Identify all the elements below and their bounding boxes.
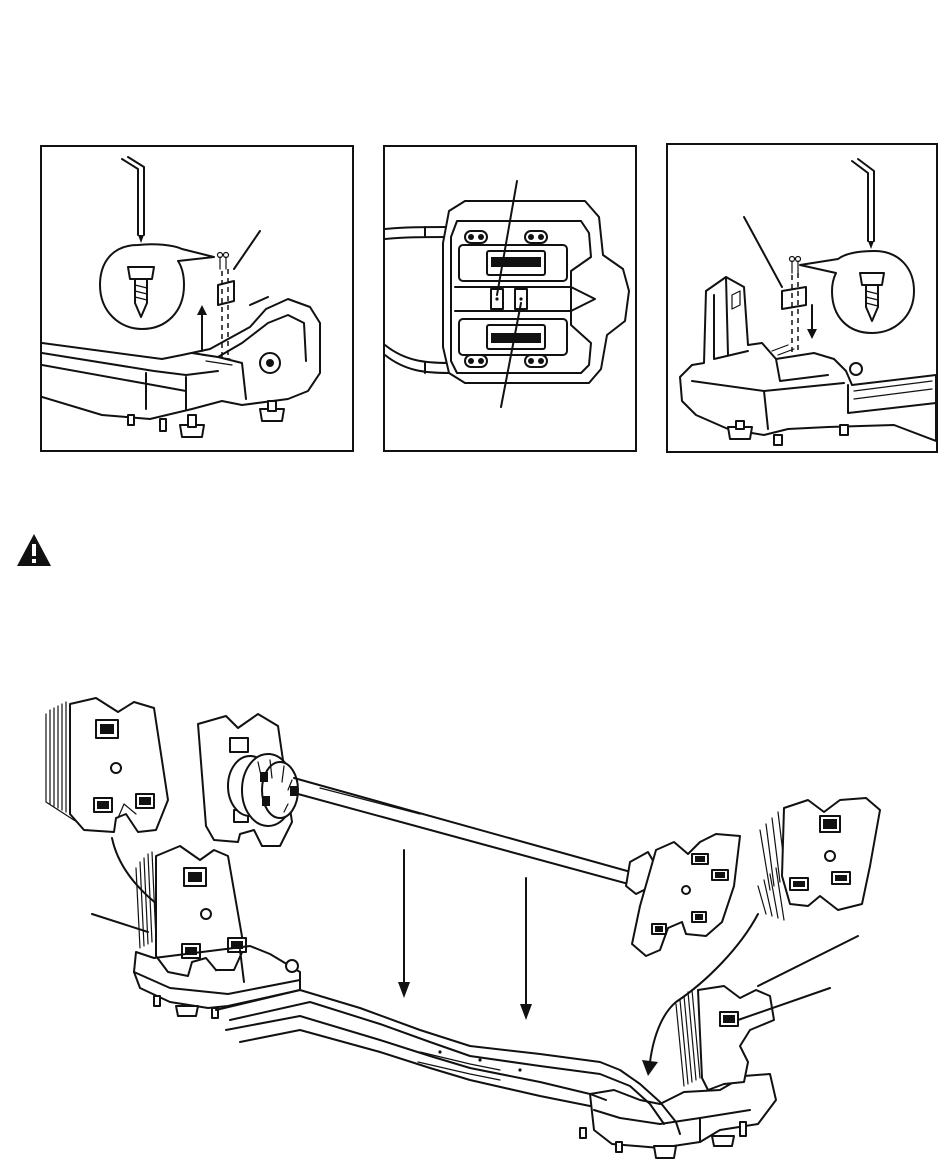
bracket-removal-illustration xyxy=(42,147,352,450)
panel-step-left xyxy=(40,145,354,452)
allen-wrench-icon xyxy=(122,159,138,235)
panel-step-right xyxy=(666,143,938,453)
callout-bubble xyxy=(100,244,214,329)
callout-bubble xyxy=(800,251,914,333)
bracket-install-illustration xyxy=(668,145,936,451)
panel-step-middle xyxy=(383,145,637,452)
axle-assembly xyxy=(198,714,740,956)
left-foot-plate-stack xyxy=(46,698,168,832)
exploded-assembly-illustration xyxy=(0,690,950,1172)
bracket-icon xyxy=(218,281,234,305)
right-foot-plate-stack xyxy=(758,798,880,920)
underside-view-illustration xyxy=(385,147,635,450)
allen-wrench-icon xyxy=(852,161,868,241)
bracket-icon xyxy=(782,287,806,309)
screw-icon xyxy=(128,267,154,279)
screw-icon xyxy=(860,273,884,285)
warning-triangle-icon xyxy=(16,533,52,567)
